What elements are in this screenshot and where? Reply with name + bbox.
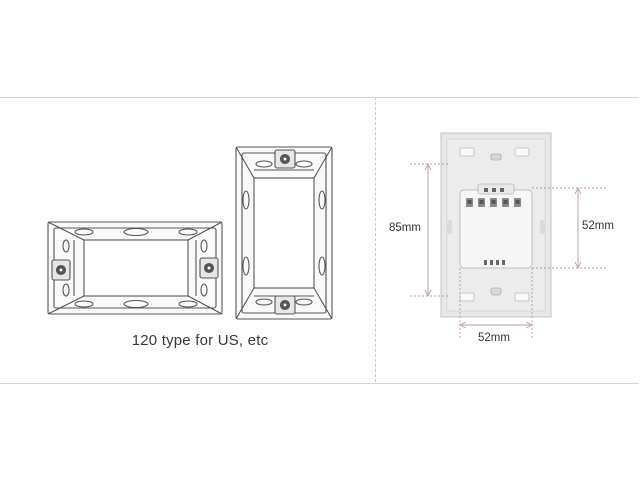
dimension-label-height-outer: 85mm [389,222,421,234]
dimension-label-width-inner: 52mm [478,332,510,344]
wall-box-caption: 120 type for US, etc [131,332,269,349]
panel-divider [375,97,376,382]
wall-box-vertical-icon [235,146,333,320]
switch-back-module-icon [440,132,552,318]
dimension-lines [410,162,606,338]
wall-box-horizontal-icon [47,221,223,315]
dimension-label-height-inner: 52mm [582,220,614,232]
